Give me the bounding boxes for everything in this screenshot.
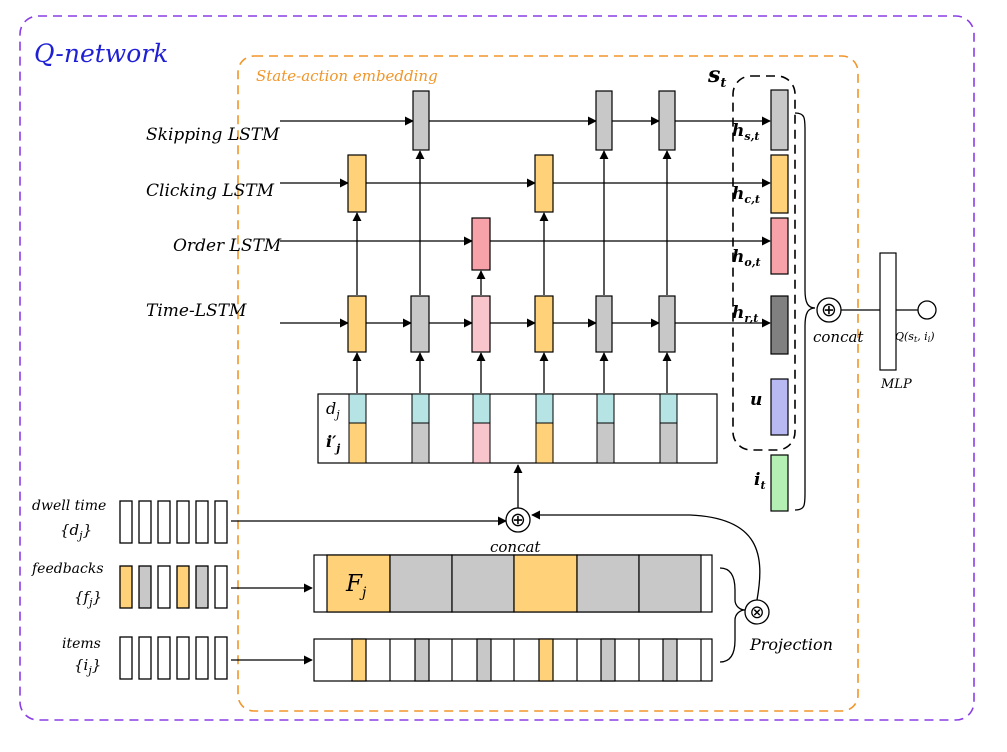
time-cell — [658, 295, 676, 353]
h-o-label: ho,t — [732, 247, 761, 269]
feedback-set-label: {fj} — [74, 588, 102, 609]
feedback-sequence — [119, 565, 228, 609]
embedding-title: State-action embedding — [256, 67, 438, 85]
q-output-label: Q(st, ii) — [895, 330, 935, 344]
projection-to-concat — [531, 510, 761, 601]
state-vector-cells — [770, 89, 789, 512]
concat-top-symbol: ⊕ — [821, 299, 837, 321]
embedding-frame — [237, 55, 859, 712]
projection-symbol: ⊗ — [749, 602, 764, 623]
feature-label: Fj — [345, 571, 367, 601]
order-cell — [471, 217, 491, 271]
dwell-time-label: dwell time — [32, 498, 106, 514]
order-lstm-label: Order LSTM — [173, 236, 282, 256]
clicking-lstm-label: Clicking LSTM — [146, 181, 275, 201]
time-cell — [471, 295, 491, 353]
h-o-cell — [770, 217, 789, 275]
time-lstm-label: Time-LSTM — [146, 301, 247, 321]
items-label: items — [62, 636, 101, 652]
u-cell — [770, 378, 789, 436]
vertical-flow-lines — [352, 150, 672, 393]
q-network-title: Q-network — [34, 39, 168, 68]
q-network-frame — [19, 15, 975, 721]
h-r-label: hr,t — [732, 303, 758, 325]
item-embedding — [313, 638, 713, 682]
concat-bottom-symbol: ⊕ — [510, 509, 526, 531]
feedback-embedding — [313, 554, 713, 613]
time-cell — [347, 295, 367, 353]
h-c-cell — [770, 154, 789, 214]
h-c-label: hc,t — [732, 184, 760, 206]
time-cell — [410, 295, 430, 353]
i-prime-label: i′j — [326, 432, 340, 455]
concat-top-label: concat — [813, 328, 864, 346]
concat-bottom-label: concat — [490, 538, 541, 556]
mlp-block — [879, 252, 897, 371]
skipping-lstm-label: Skipping LSTM — [146, 125, 280, 145]
d-j-label: dj — [326, 399, 340, 421]
projection-brace — [719, 567, 746, 663]
feedbacks-label: feedbacks — [31, 561, 104, 577]
h-s-label: hs,t — [732, 121, 759, 143]
lstm-flow-lines — [280, 116, 771, 328]
time-cell — [595, 295, 613, 353]
items-set-label: {ij} — [74, 656, 101, 677]
dwell-set-label: {dj} — [60, 521, 92, 542]
input-cells — [348, 393, 678, 464]
i-t-label: it — [754, 470, 766, 492]
state-label: st — [707, 62, 726, 91]
clicking-cell — [534, 154, 554, 213]
sequence-arrows — [231, 516, 507, 665]
projection-label: Projection — [749, 635, 833, 654]
input-sequence-box — [317, 393, 718, 464]
clicking-cell — [347, 154, 367, 213]
skipping-cell — [595, 90, 613, 151]
dwell-sequence — [119, 500, 228, 544]
mlp-label: MLP — [880, 377, 912, 392]
q-output-node — [917, 300, 937, 320]
lstm-cells — [347, 90, 676, 353]
u-label: u — [750, 390, 762, 410]
h-r-cell — [770, 295, 789, 355]
i-t-cell — [770, 454, 789, 512]
state-brace — [794, 112, 816, 511]
skipping-cell — [658, 90, 676, 151]
h-s-cell — [770, 89, 789, 151]
time-cell — [534, 295, 554, 353]
skipping-cell — [412, 90, 430, 151]
item-sequence — [119, 636, 228, 680]
